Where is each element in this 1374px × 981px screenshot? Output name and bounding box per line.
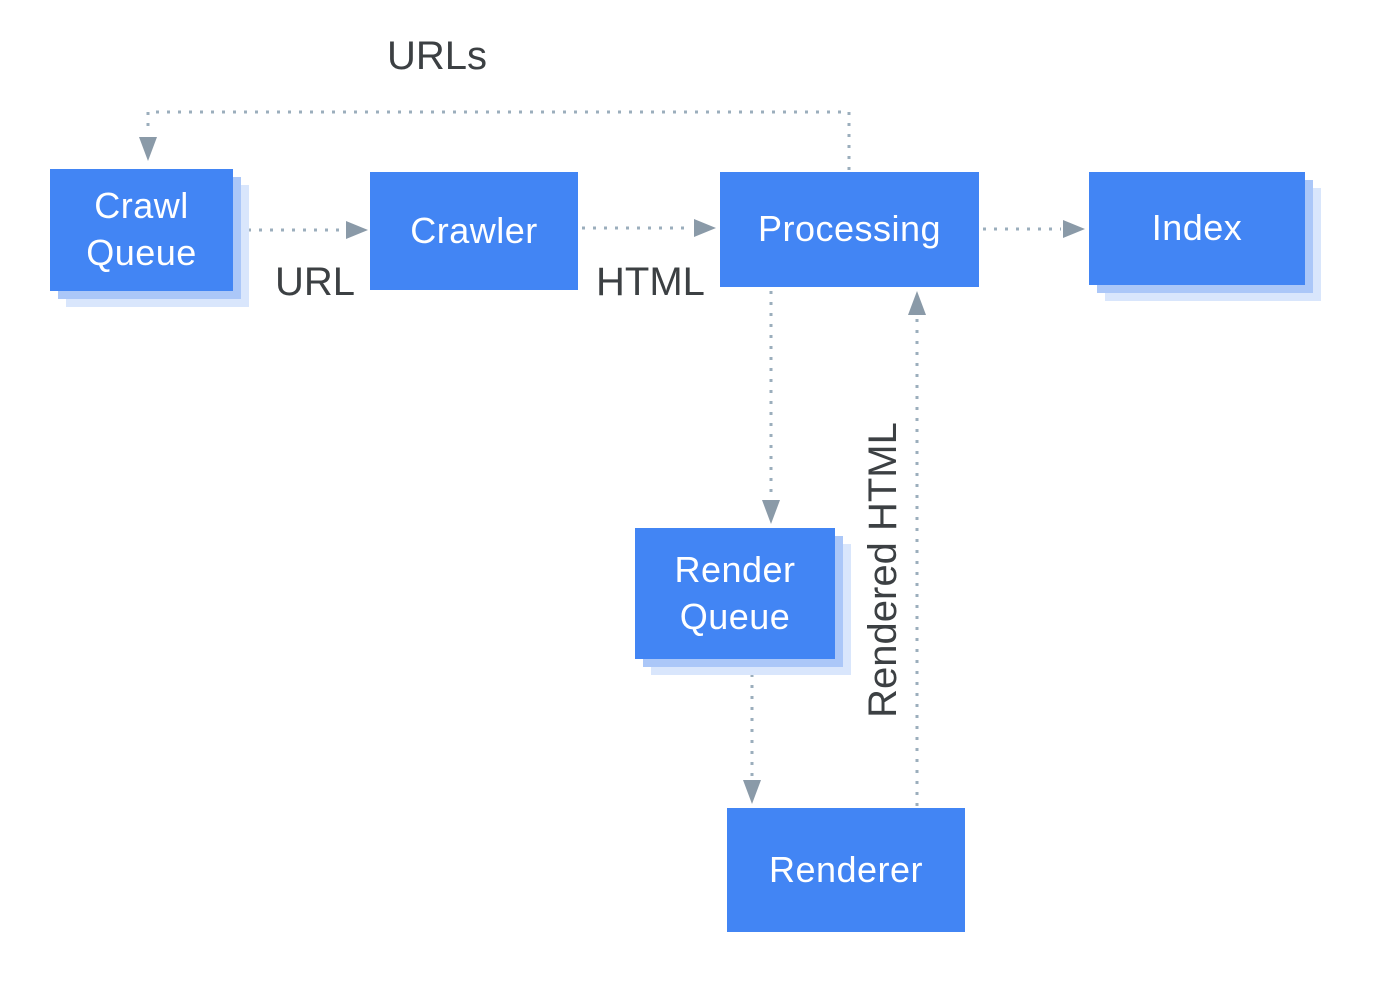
node-render-queue-label: Render Queue xyxy=(674,548,796,637)
arrowhead-into-index xyxy=(1063,220,1085,238)
arrowhead-into-processing-bottom xyxy=(908,291,926,315)
arrowhead-into-crawl-queue xyxy=(139,137,157,161)
node-renderer: Renderer xyxy=(727,808,965,932)
node-processing-label: Processing xyxy=(757,208,942,250)
node-crawler-label: Crawler xyxy=(410,209,538,251)
node-crawl-queue-label: Crawl Queue xyxy=(86,185,197,273)
arrowhead-into-processing-left xyxy=(694,219,716,237)
edge-label-html: HTML xyxy=(596,260,705,304)
arrowhead-into-crawler xyxy=(346,221,368,239)
node-crawler: Crawler xyxy=(370,172,578,290)
connector-processing-to-crawl-queue xyxy=(146,110,851,170)
node-processing: Processing xyxy=(720,172,979,287)
node-index-label: Index xyxy=(1151,207,1243,249)
node-crawl-queue: Crawl Queue xyxy=(50,169,233,291)
node-renderer-label: Renderer xyxy=(768,848,924,890)
edge-label-rendered-html: Rendered HTML xyxy=(861,422,905,718)
arrowhead-into-render-queue xyxy=(762,500,780,524)
arrowhead-into-renderer xyxy=(743,780,761,804)
node-index: Index xyxy=(1089,172,1305,285)
edge-label-url: URL xyxy=(275,260,356,304)
node-render-queue: Render Queue xyxy=(635,528,835,659)
edge-label-urls: URLs xyxy=(387,34,488,78)
